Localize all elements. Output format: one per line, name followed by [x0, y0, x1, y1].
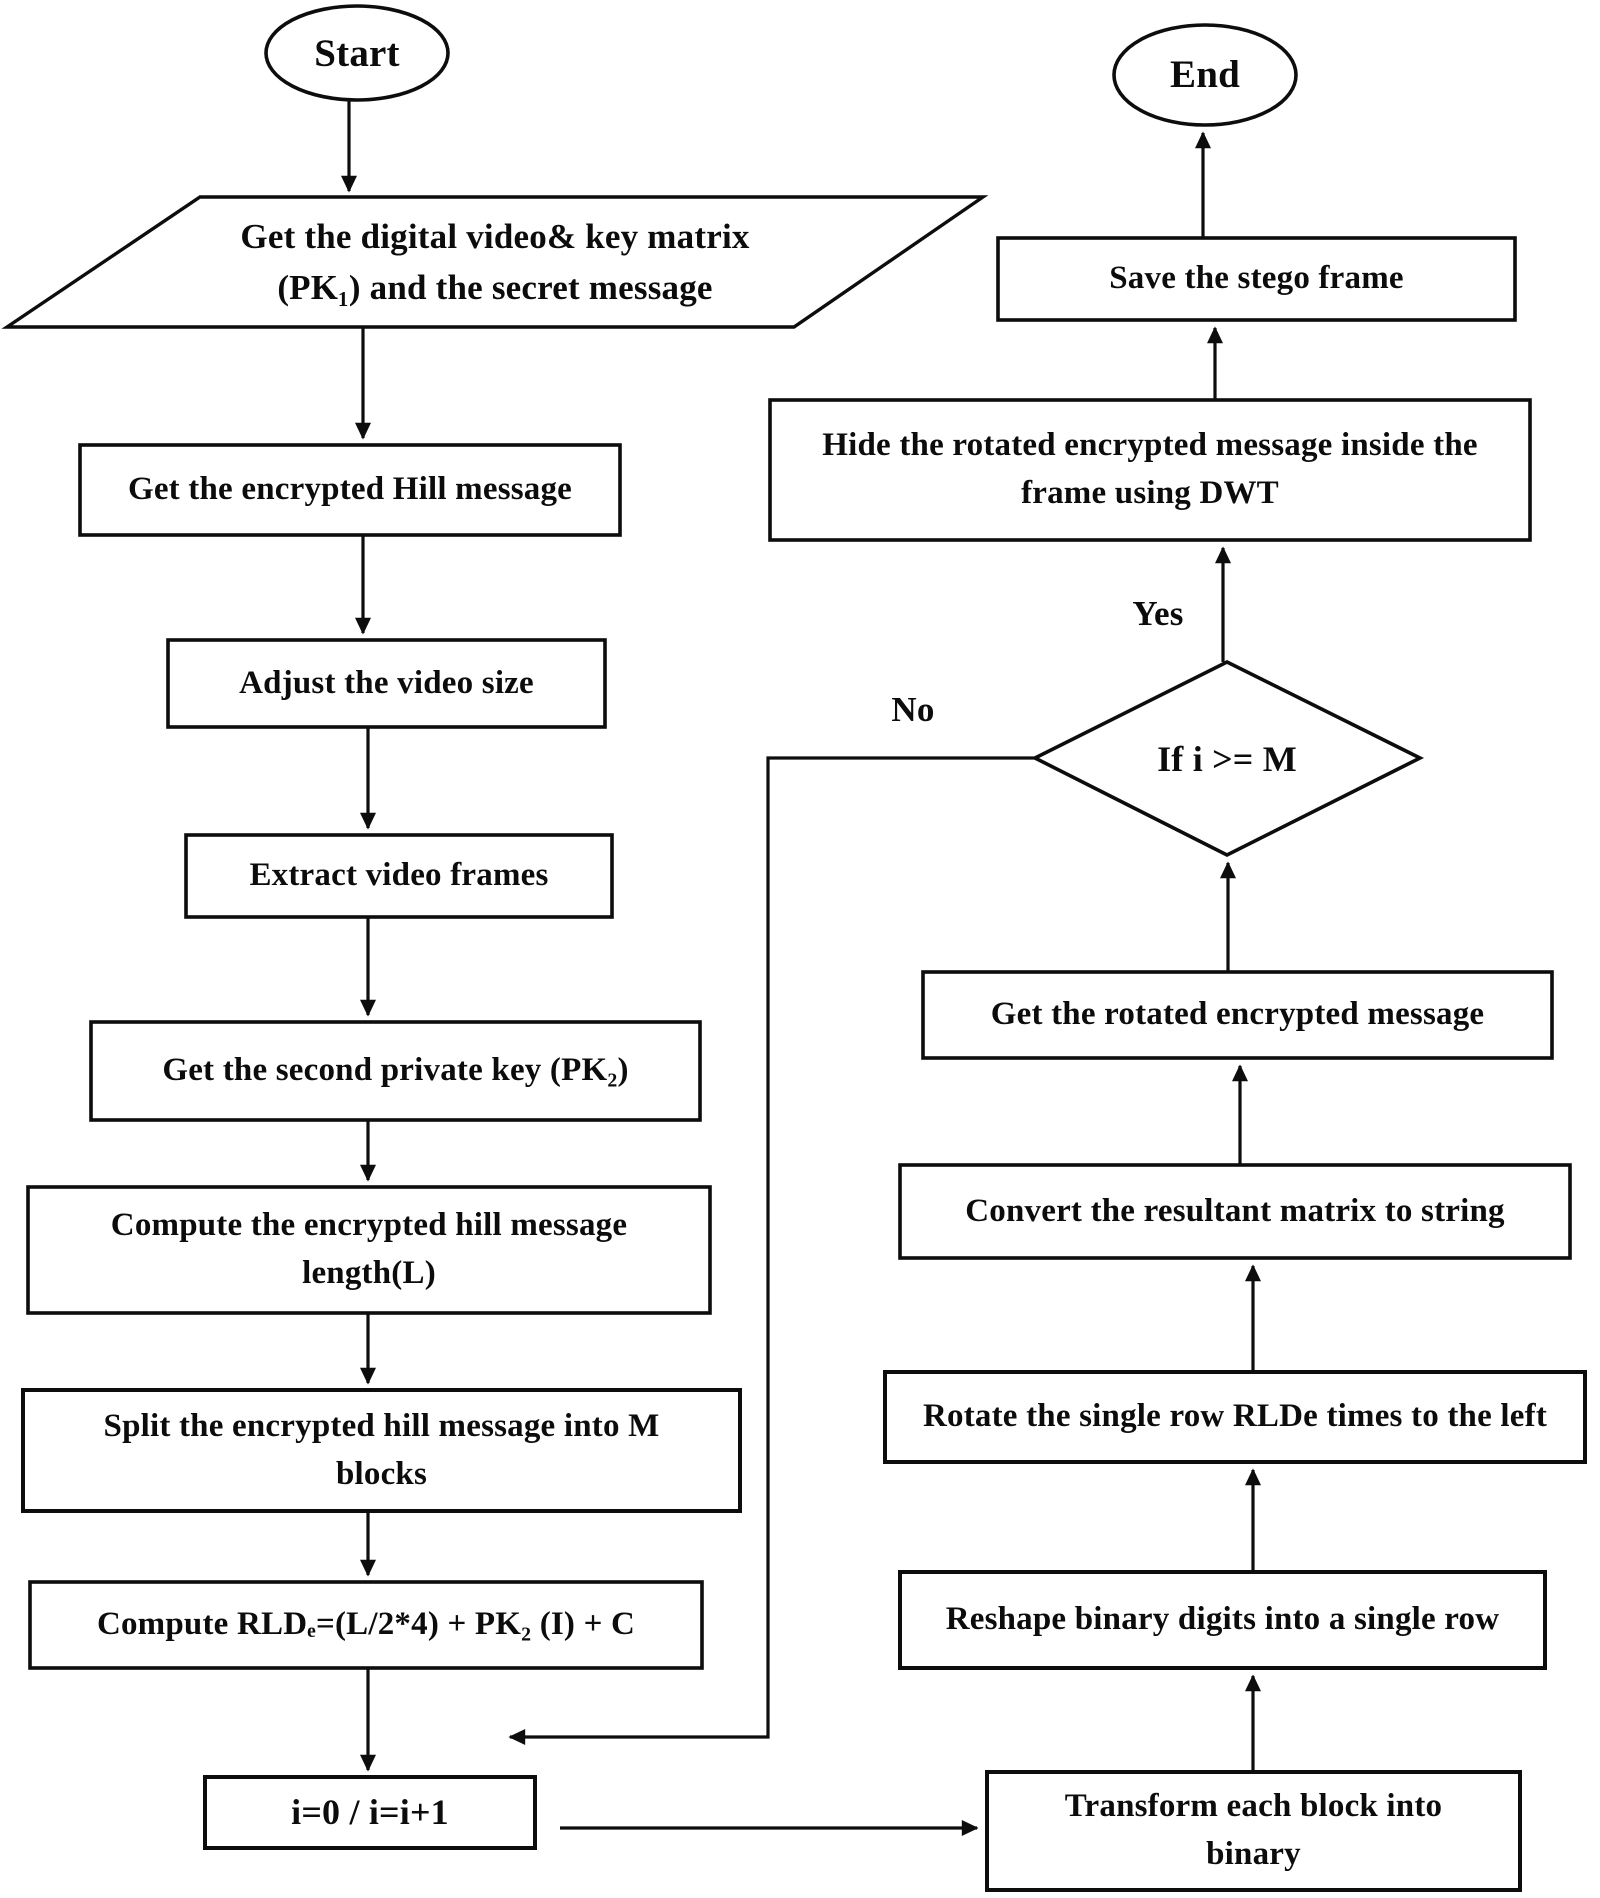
iterator-box [203, 1775, 537, 1850]
no-branch-label: No [891, 689, 935, 729]
arrow-decision-no-to-iterator [508, 756, 1035, 1745]
start-label: Start [314, 31, 400, 75]
rotate-box [883, 1370, 1587, 1464]
length-label: Compute the encrypted hill message lengt… [110, 1207, 628, 1291]
get-rotated-box [921, 970, 1554, 1060]
rld-label: Compute RLDₑ=(L/2*4) + PK₂ (I) + C [96, 1606, 636, 1643]
pk2-box [89, 1020, 702, 1122]
convert-label: Convert the resultant matrix to string [965, 1192, 1505, 1229]
decision-label: If i >= M [1157, 738, 1297, 779]
hide-label: Hide the rotated encrypted message insid… [822, 427, 1478, 511]
decision-diamond [1030, 659, 1425, 858]
start-ellipse [264, 4, 450, 102]
reshape-label: Reshape binary digits into a single row [945, 1601, 1500, 1638]
get-hill-box [78, 443, 622, 537]
adjust-label: Adjust the video size [239, 664, 534, 701]
split-label: Split the encrypted hill message into M … [103, 1407, 660, 1492]
yes-branch-label: Yes [1132, 593, 1184, 633]
rld-box [28, 1580, 704, 1670]
iterator-label: i=0 / i=i+1 [291, 1792, 449, 1833]
end-label: End [1170, 52, 1240, 96]
extract-label: Extract video frames [249, 857, 549, 894]
reshape-box [898, 1570, 1547, 1670]
input-parallelogram [1, 195, 989, 329]
adjust-box [166, 638, 607, 729]
pk2-label: Get the second private key (PK₂) [162, 1052, 629, 1089]
save-box [996, 236, 1517, 322]
hide-box [768, 398, 1532, 542]
get-hill-label: Get the encrypted Hill message [127, 471, 573, 508]
end-ellipse [1112, 23, 1298, 127]
transform-label: Transform each block into binary [1064, 1788, 1443, 1872]
rotate-label: Rotate the single row RLDe times to the … [922, 1398, 1548, 1435]
split-box [21, 1388, 742, 1513]
input-label: Get the digital video& key matrix (PK₁) … [240, 216, 750, 307]
convert-box [898, 1163, 1572, 1260]
get-rotated-label: Get the rotated encrypted message [990, 996, 1485, 1033]
extract-box [184, 833, 614, 919]
save-label: Save the stego frame [1109, 260, 1404, 297]
